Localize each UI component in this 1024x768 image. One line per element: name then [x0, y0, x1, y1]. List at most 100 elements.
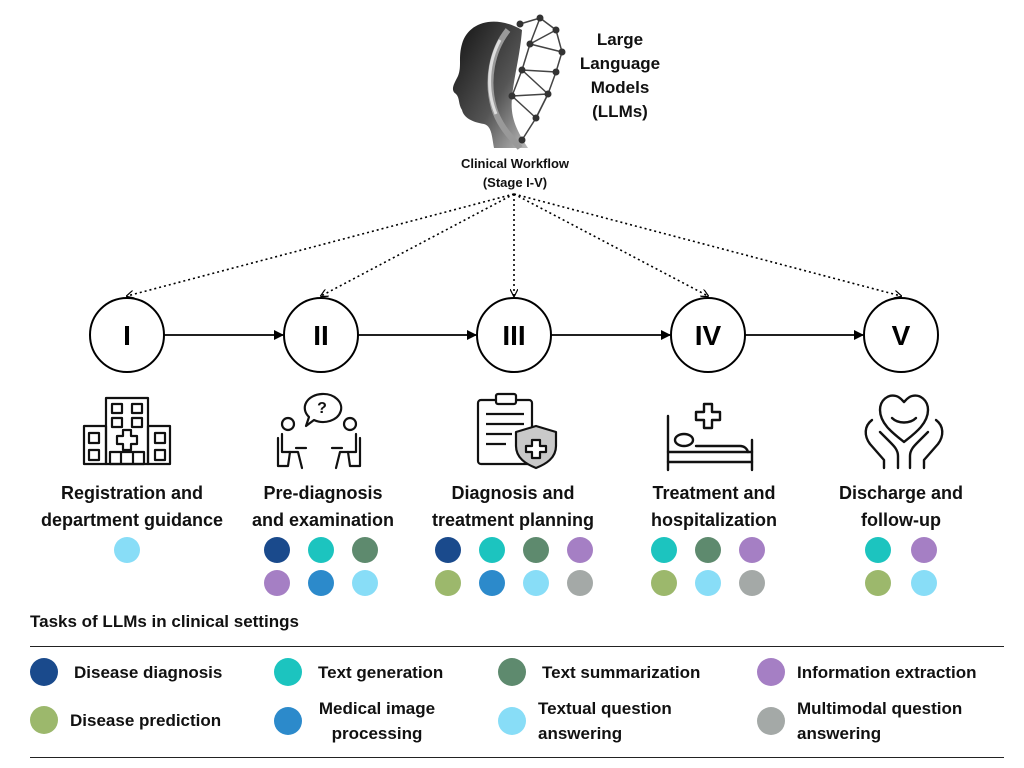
task-dot-text-generation: [651, 537, 677, 563]
legend-dot: [757, 707, 785, 735]
llm-title: Large Language Models (LLMs): [560, 28, 680, 124]
task-dot-information-extraction: [739, 537, 765, 563]
stage-5-label: Discharge and follow-up: [796, 480, 1006, 534]
clipboard-shield-icon: [476, 392, 558, 470]
legend-dot: [274, 707, 302, 735]
stage-label-line: Registration and: [60, 483, 203, 503]
stage-label-line: Diagnosis and: [451, 483, 575, 503]
legend-label: Disease prediction: [70, 710, 222, 730]
task-dot-disease-diagnosis: [264, 537, 290, 563]
stage-label-line: Discharge and: [838, 483, 964, 503]
stage-circle-4: IV: [670, 297, 746, 373]
stage-numeral: IV: [695, 320, 722, 351]
task-dot-textual-qa: [523, 570, 549, 596]
workflow-title-line: Clinical Workflow: [460, 156, 570, 171]
llm-title-line: Language: [579, 54, 661, 73]
stage-numeral: V: [892, 320, 911, 351]
task-dot-textual-qa: [114, 537, 140, 563]
legend-label: Text generation: [318, 662, 444, 682]
task-dot-multimodal-qa: [739, 570, 765, 596]
connector-to-stage-5: [513, 193, 901, 296]
legend-item-disease-diagnosis: Disease diagnosis: [30, 658, 222, 686]
llm-title-line: Large: [596, 30, 644, 49]
task-dot-text-summarization: [695, 537, 721, 563]
task-dot-textual-qa: [352, 570, 378, 596]
legend-item-multimodal-question-answering: Multimodal question answering: [757, 696, 997, 746]
workflow-title-line: (Stage I-V): [482, 175, 548, 190]
task-dot-multimodal-qa: [567, 570, 593, 596]
connector-to-stage-1: [127, 193, 515, 296]
stage-3-label: Diagnosis and treatment planning: [408, 480, 618, 534]
llm-head-icon: [452, 14, 566, 150]
llm-title-line: Models: [590, 78, 650, 97]
legend-label: Multimodal question answering: [797, 699, 963, 743]
task-dot-textual-qa: [911, 570, 937, 596]
legend-item-text-generation: Text generation: [274, 658, 443, 686]
stage-label-line: Treatment and: [652, 483, 776, 503]
legend-label: Disease diagnosis: [74, 662, 223, 682]
connector-to-stage-2: [321, 193, 515, 296]
stage-4-label: Treatment and hospitalization: [609, 480, 819, 534]
legend-top-rule: [30, 646, 1004, 647]
task-dot-text-generation: [308, 537, 334, 563]
task-dot-medical-image-processing: [479, 570, 505, 596]
stage-numeral: I: [123, 320, 131, 351]
legend-label: Medical image processing: [318, 699, 436, 743]
task-dot-information-extraction: [567, 537, 593, 563]
legend-item-textual-question-answering: Textual question answering: [498, 696, 698, 746]
legend-dot: [498, 658, 526, 686]
stage-task-dots: [114, 537, 937, 596]
task-dot-text-summarization: [352, 537, 378, 563]
legend-dot: [757, 658, 785, 686]
stage-label-line: hospitalization: [651, 510, 777, 530]
llm-to-stage-connectors: [127, 193, 901, 296]
legend-label: Textual question answering: [538, 699, 672, 743]
legend-title: Tasks of LLMs in clinical settings: [30, 612, 299, 631]
task-dot-text-generation: [479, 537, 505, 563]
stage-circle-1: I: [89, 297, 165, 373]
svg-text:?: ?: [317, 400, 327, 417]
care-hands-heart-icon: [864, 394, 944, 470]
task-dot-medical-image-processing: [308, 570, 334, 596]
task-dot-textual-qa: [695, 570, 721, 596]
legend-dot: [30, 706, 58, 734]
legend-bottom-rule: [30, 757, 1004, 758]
legend-item-disease-prediction: Disease prediction: [30, 706, 221, 734]
stage-label-line: Pre-diagnosis: [263, 483, 383, 503]
stage-circle-5: V: [863, 297, 939, 373]
task-dot-information-extraction: [911, 537, 937, 563]
task-dot-disease-prediction: [651, 570, 677, 596]
stage-label-line: and examination: [251, 510, 395, 530]
stage-circle-2: II: [283, 297, 359, 373]
legend-item-text-summarization: Text summarization: [498, 658, 700, 686]
stage-circle-3: III: [476, 297, 552, 373]
legend-label: Information extraction: [797, 662, 977, 682]
legend-dot: [498, 707, 526, 735]
stage-numeral: II: [313, 320, 329, 351]
task-dot-disease-prediction: [865, 570, 891, 596]
stage-label-line: treatment planning: [431, 510, 594, 530]
consultation-icon: ?: [276, 392, 362, 470]
legend-dot: [30, 658, 58, 686]
stage-1-label: Registration and department guidance: [27, 480, 237, 534]
stage-label-line: department guidance: [40, 510, 224, 530]
legend-label: Text summarization: [542, 662, 701, 682]
task-dot-disease-diagnosis: [435, 537, 461, 563]
llm-title-line: (LLMs): [592, 102, 648, 121]
task-dot-text-generation: [865, 537, 891, 563]
legend-dot: [274, 658, 302, 686]
stage-label-line: follow-up: [861, 510, 941, 530]
task-dot-disease-prediction: [435, 570, 461, 596]
hospital-icon: [82, 396, 172, 466]
task-dot-information-extraction: [264, 570, 290, 596]
stage-2-label: Pre-diagnosis and examination: [218, 480, 428, 534]
workflow-title: Clinical Workflow (Stage I-V): [430, 154, 600, 192]
legend-item-medical-image-processing: Medical image processing: [274, 696, 442, 746]
connector-to-stage-4: [513, 193, 708, 296]
hospital-bed-icon: [666, 402, 754, 472]
task-dot-text-summarization: [523, 537, 549, 563]
stage-numeral: III: [502, 320, 525, 351]
legend-item-information-extraction: Information extraction: [757, 658, 976, 686]
